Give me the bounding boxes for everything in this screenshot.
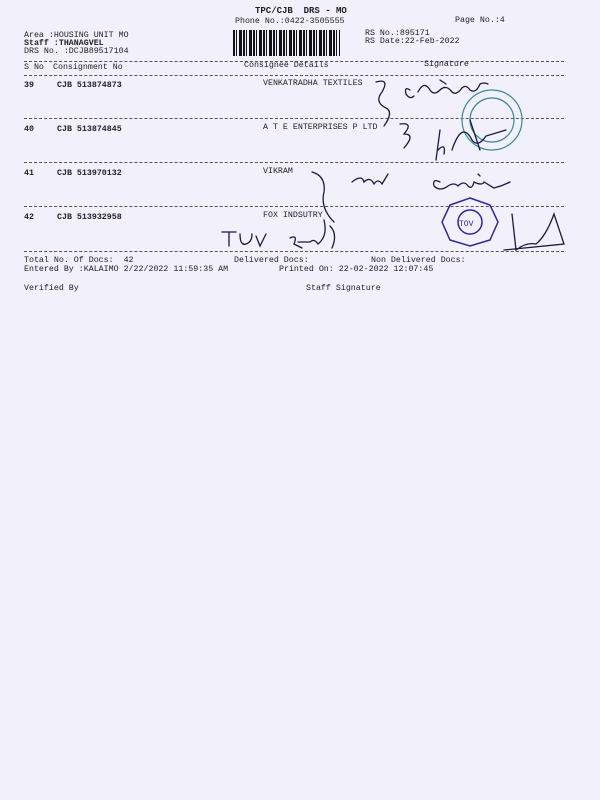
row-consignee: VENKATRADHA TEXTILES	[263, 79, 363, 88]
official-seal-icon: TOV	[441, 197, 499, 247]
total-docs: Total No. Of Docs: 42	[24, 256, 134, 265]
entered-by: Entered By :KALAIMO 2/22/2022 11:59:35 A…	[24, 265, 229, 274]
col-sno: S No	[24, 63, 44, 72]
seal-text: TOV	[459, 220, 474, 229]
page-number: Page No.:4	[455, 16, 505, 25]
staff-signature: Staff Signature	[306, 284, 381, 293]
divider	[24, 251, 564, 252]
rs-date: RS Date:22-Feb-2022	[365, 37, 460, 46]
col-consignee: Consignee Details	[244, 61, 329, 70]
document-title: TPC/CJB DRS - MO	[255, 6, 347, 16]
signatures-and-stamps: TOV	[221, 79, 565, 252]
barcode	[233, 30, 340, 56]
printed-on: Printed On: 22-02-2022 12:07:45	[279, 265, 434, 274]
row-consignee: FOX INDSUTRY	[263, 211, 323, 220]
row-consignee: A T E ENTERPRISES P LTD	[263, 123, 378, 132]
row-consignment: CJB 513970132	[57, 169, 122, 178]
area: Area :HOUSING UNIT MO	[24, 31, 129, 40]
non-delivered-docs: Non Delivered Docs:	[371, 256, 466, 265]
company-seal-icon	[461, 89, 523, 151]
row-sno: 39	[24, 81, 34, 90]
divider	[24, 75, 564, 76]
row-sno: 42	[24, 213, 34, 222]
staff: Staff :THANAGVEL	[24, 39, 104, 48]
col-signature: Signature	[424, 60, 469, 69]
divider	[24, 206, 564, 207]
signature-row-41	[311, 171, 511, 223]
row-consignment: CJB 513932958	[57, 213, 122, 222]
verified-by: Verified By	[24, 284, 79, 293]
divider	[24, 162, 564, 163]
signature-row-39	[375, 79, 489, 127]
signature-row-42	[221, 212, 565, 252]
row-consignment: CJB 513874845	[57, 125, 122, 134]
rs-number: RS No.:895171	[365, 29, 430, 38]
divider	[24, 61, 564, 62]
signature-row-40	[399, 119, 507, 161]
row-sno: 40	[24, 125, 34, 134]
row-consignment: CJB 513874873	[57, 81, 122, 90]
col-consignment: Consignment No	[53, 63, 123, 72]
delivered-docs: Delivered Docs:	[234, 256, 309, 265]
divider	[24, 118, 564, 119]
row-consignee: VIKRAM	[263, 167, 293, 176]
phone-number: Phone No.:0422-3505555	[235, 17, 345, 26]
drs-number: DRS No. :DCJB89517104	[24, 47, 129, 56]
row-sno: 41	[24, 169, 34, 178]
